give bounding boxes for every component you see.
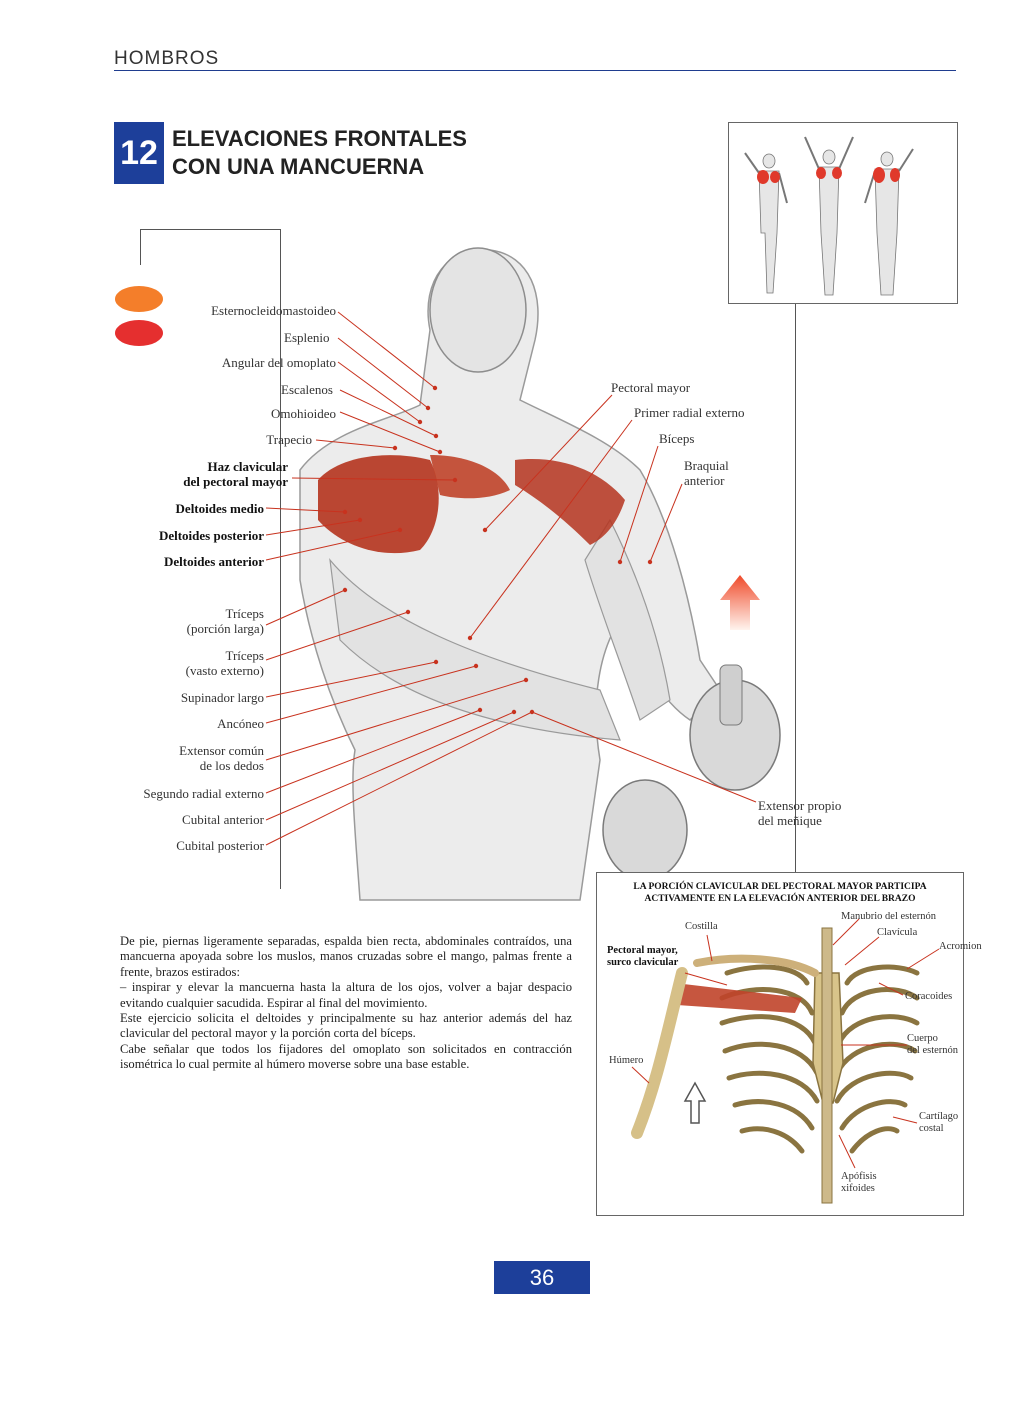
dumbbell-plate-bottom: [602, 779, 688, 881]
label-biceps: Bíceps: [659, 431, 695, 446]
dumbbell-handle: [719, 664, 743, 726]
inset-label-pectoral-line2: surco clavicular: [607, 957, 679, 968]
legend-orange-dot: [115, 286, 163, 312]
label-haz-clavicular-line2: del pectoral mayor: [183, 474, 288, 489]
inset-label-acromion: Acromion: [939, 941, 982, 952]
inset-label-manubrio: Manubrio del esternón: [841, 911, 937, 922]
inset-label-cuerpo-esternon: Cuerpo del esternón: [907, 1033, 958, 1057]
description-p4: Cabe señalar que todos los fijadores del…: [120, 1041, 572, 1072]
up-arrow-icon: [720, 575, 760, 630]
exercise-number: 12: [114, 122, 164, 184]
frame-line: [140, 229, 280, 230]
label-extensor-comun-line1: Extensor común: [179, 743, 264, 758]
legend-red-dot: [115, 320, 163, 346]
label-supinador-largo: Supinador largo: [180, 690, 264, 705]
exercise-description: De pie, piernas ligeramente separadas, e…: [120, 934, 572, 1073]
inset-label-cartilago-line1: Cartílago: [919, 1111, 959, 1122]
label-extensor-propio-line2: del meñique: [758, 813, 822, 828]
label-anconeo: Ancóneo: [217, 716, 264, 731]
spine-shape: [821, 927, 833, 1204]
label-triceps-larga-line1: Tríceps: [225, 606, 264, 621]
label-extensor-propio: Extensor propio del meñique: [758, 798, 841, 828]
label-trapecio: Trapecio: [266, 432, 312, 447]
label-primer-radial: Primer radial externo: [634, 405, 745, 420]
left-arm-shape: [329, 558, 621, 741]
label-triceps-vasto-line2: (vasto externo): [185, 663, 264, 678]
label-haz-clavicular-line1: Haz clavicular: [207, 459, 288, 474]
exercise-title-line2: CON UNA MANCUERNA: [172, 154, 425, 179]
description-p2: – inspirar y elevar la mancuerna hasta l…: [120, 980, 572, 1010]
header-rule: [114, 70, 956, 71]
clavicular-pectoral-muscle: [675, 983, 802, 1013]
label-braquial-line2: anterior: [684, 473, 725, 488]
inset-label-humero: Húmero: [609, 1055, 644, 1066]
inset-label-cuerpo-line2: del esternón: [907, 1045, 959, 1056]
inset-title-line2: ACTIVAMENTE EN LA ELEVACIÓN ANTERIOR DEL…: [644, 894, 916, 904]
inset-title-line1: LA PORCIÓN CLAVICULAR DEL PECTORAL MAYOR…: [633, 882, 927, 892]
label-triceps-larga: Tríceps (porción larga): [187, 606, 264, 636]
label-deltoides-medio: Deltoides medio: [175, 501, 264, 516]
label-braquial-line1: Braquial: [684, 458, 729, 473]
up-arrow-icon: [683, 1081, 707, 1124]
label-haz-clavicular: Haz clavicular del pectoral mayor: [183, 459, 288, 489]
right-arm-shape: [584, 518, 671, 721]
frame-line: [280, 229, 281, 889]
inset-label-costilla: Costilla: [685, 921, 718, 932]
clavicular-pectoral-muscle: [430, 455, 510, 499]
label-deltoides-posterior: Deltoides posterior: [158, 528, 264, 543]
label-braquial-anterior: Braquial anterior: [684, 458, 729, 488]
label-esplenio: Esplenio: [284, 330, 330, 345]
thorax-skeleton-illustration: [631, 918, 940, 1204]
inset-label-pectoral-line1: Pectoral mayor,: [607, 945, 678, 956]
description-p3: Este ejercicio solicita el deltoides y p…: [120, 1011, 572, 1041]
frame-line: [140, 229, 141, 265]
inset-title: LA PORCIÓN CLAVICULAR DEL PECTORAL MAYOR…: [597, 881, 963, 905]
inset-label-clavicula: Clavícula: [877, 927, 918, 938]
section-header: HOMBROS: [114, 48, 220, 69]
label-triceps-vasto: Tríceps (vasto externo): [186, 648, 264, 678]
inset-label-apofisis-line1: Apófisis: [841, 1171, 877, 1182]
label-extensor-comun-line2: de los dedos: [199, 758, 264, 773]
inset-label-cartilago-line2: costal: [919, 1123, 944, 1134]
label-omohioideo: Omohioideo: [271, 406, 336, 421]
inset-label-apofisis: Apófisis xifoides: [841, 1171, 877, 1195]
page-number: 36: [494, 1261, 590, 1294]
label-deltoides-anterior: Deltoides anterior: [163, 554, 264, 569]
description-p1: De pie, piernas ligeramente separadas, e…: [120, 934, 572, 979]
label-angular-omoplato: Angular del omoplato: [221, 355, 336, 370]
right-deltoid-muscle: [515, 459, 625, 545]
label-triceps-larga-line2: (porción larga): [186, 621, 264, 636]
exercise-title: ELEVACIONES FRONTALES CON UNA MANCUERNA: [172, 125, 467, 181]
label-cubital-anterior: Cubital anterior: [182, 812, 264, 827]
label-cubital-posterior: Cubital posterior: [176, 838, 264, 853]
label-pectoral-mayor: Pectoral mayor: [611, 380, 691, 395]
label-triceps-vasto-line1: Tríceps: [225, 648, 264, 663]
label-segundo-radial: Segundo radial externo: [143, 786, 264, 801]
head-shape: [429, 247, 527, 373]
clavicle-shape: [693, 954, 819, 977]
inset-label-cartilago: Cartílago costal: [919, 1111, 958, 1135]
frame-line: [795, 302, 796, 872]
label-escalenos: Escalenos: [281, 382, 333, 397]
label-extensor-comun: Extensor común de los dedos: [179, 743, 264, 773]
label-extensor-propio-line1: Extensor propio: [758, 798, 842, 813]
humerus-shape: [631, 967, 688, 1139]
inset-label-cuerpo-line1: Cuerpo: [907, 1033, 938, 1044]
inset-label-coracoides: Coracoides: [905, 991, 953, 1002]
thorax-inset: LA PORCIÓN CLAVICULAR DEL PECTORAL MAYOR…: [596, 872, 982, 1216]
exercise-title-line1: ELEVACIONES FRONTALES: [172, 126, 467, 151]
muscle-map-thumbnail: [728, 122, 958, 304]
muscle-map-figures: [744, 136, 914, 296]
inset-label-pectoral: Pectoral mayor, surco clavicular: [607, 945, 678, 969]
label-esternocleidomastoideo: Esternocleidomastoideo: [211, 303, 336, 318]
inset-label-apofisis-line2: xifoides: [841, 1183, 875, 1194]
